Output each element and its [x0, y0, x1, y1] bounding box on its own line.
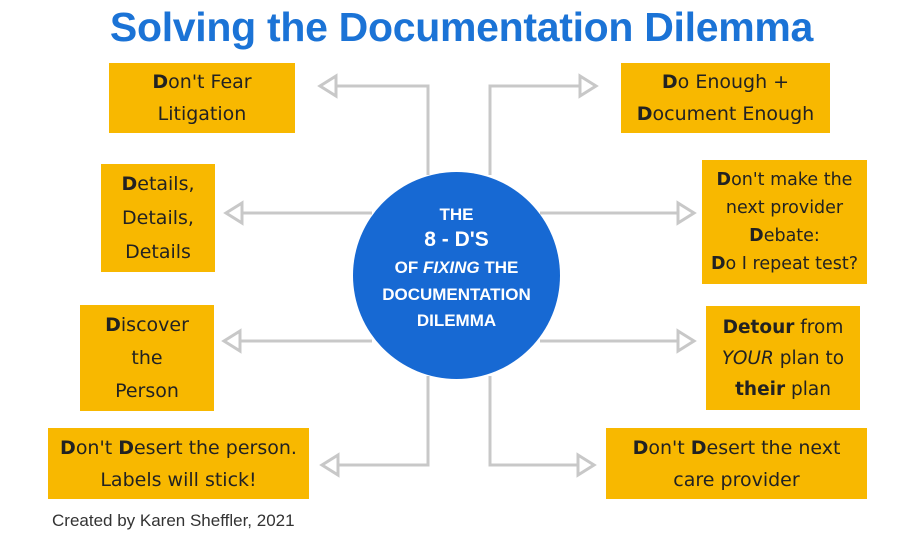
box-text: Person — [115, 379, 179, 402]
connector-dont-desert-person — [324, 376, 430, 467]
arrowhead-next-provider — [676, 200, 697, 226]
center-text: OF — [394, 257, 423, 277]
diagram-title: Solving the Documentation Dilemma — [109, 4, 814, 50]
center-line-dilemma: DILEMMA — [416, 310, 497, 330]
initial-d: D — [60, 436, 76, 459]
connector-do-enough — [488, 84, 594, 175]
arrowhead-dont-desert-next — [576, 452, 597, 478]
center-line-the: THE — [439, 204, 474, 224]
initial-d: D — [121, 173, 138, 195]
box-detour: Detour from YOUR plan to their plan — [706, 306, 860, 410]
initial-d: D — [152, 71, 169, 93]
arrowhead-detour — [676, 328, 697, 354]
box-text: from — [794, 316, 844, 338]
box-dont-desert-next-care-provider: Don't Desert the next care provider — [606, 428, 867, 499]
initial-d: D — [716, 170, 732, 190]
emphasis-their: their — [735, 378, 786, 400]
initial-d: D — [118, 436, 134, 459]
box-discover-the-person: Discover the Person — [80, 305, 214, 411]
credit-text: Created by Karen Sheffler, 2021 — [52, 511, 295, 530]
connector-dont-fear-litigation — [322, 84, 430, 175]
box-text: Details, — [122, 207, 194, 229]
arrowhead-dont-desert-person — [319, 452, 340, 478]
box-text: Litigation — [157, 103, 247, 125]
center-line-of-fixing-the: OF FIXING THE — [395, 254, 519, 281]
initial-d: D — [105, 313, 121, 336]
connector-dont-desert-next — [488, 376, 592, 467]
box-text: ebate: — [763, 226, 820, 246]
box-details: Details, Details, Details — [101, 164, 215, 272]
box-text: next provider — [725, 198, 844, 218]
center-line-8-ds: 8 - D'S — [424, 227, 489, 251]
box-dont-desert-the-person: Don't Desert the person. Labels will sti… — [48, 428, 309, 499]
center-circle: THE 8 - D'S OF FIXING THE DOCUMENTATION … — [353, 172, 560, 379]
initial-d: D — [632, 436, 649, 459]
arrowhead-do-enough — [578, 73, 599, 99]
box-dont-make-next-provider-debate: Don't make the next provider Debate: Do … — [702, 160, 867, 284]
box-text: plan to — [773, 347, 845, 369]
box-text: on't make the — [731, 170, 853, 190]
emphasis-detour: Detour — [722, 316, 795, 338]
center-line-documentation: DOCUMENTATION — [382, 284, 531, 304]
box-text: etails, — [137, 173, 195, 195]
box-text: on't Fear — [168, 71, 252, 93]
box-text: o Enough + — [677, 71, 790, 93]
initial-d: D — [636, 103, 653, 125]
box-text: on't — [648, 436, 691, 459]
center-emphasis-fixing: FIXING — [422, 257, 480, 277]
box-text: iscover — [120, 313, 189, 336]
box-text: care provider — [673, 468, 800, 491]
arrowhead-details — [223, 200, 244, 226]
box-text: o I repeat test? — [725, 254, 859, 274]
box-do-enough: Do Enough + Document Enough — [621, 63, 830, 133]
box-text: esert the next — [706, 436, 841, 459]
initial-d: D — [710, 254, 726, 274]
box-text: Details — [125, 241, 191, 263]
arrowhead-dont-fear-litigation — [317, 73, 338, 99]
box-dont-fear-litigation: Don't Fear Litigation — [109, 63, 295, 133]
emphasis-your: YOUR — [721, 347, 774, 369]
box-text: esert the person. — [133, 436, 297, 459]
box-text: plan — [785, 378, 831, 400]
emphasis-your-plan: YOUR plan to — [722, 348, 844, 369]
initial-d: D — [690, 436, 707, 459]
box-text: the — [131, 346, 163, 369]
initial-d: D — [661, 71, 678, 93]
arrowhead-discover — [221, 328, 242, 354]
center-text: THE — [479, 257, 519, 277]
box-text: Labels will stick! — [100, 468, 257, 491]
box-text: on't — [75, 436, 119, 459]
initial-d: D — [749, 226, 764, 246]
box-text: ocument Enough — [652, 103, 815, 125]
